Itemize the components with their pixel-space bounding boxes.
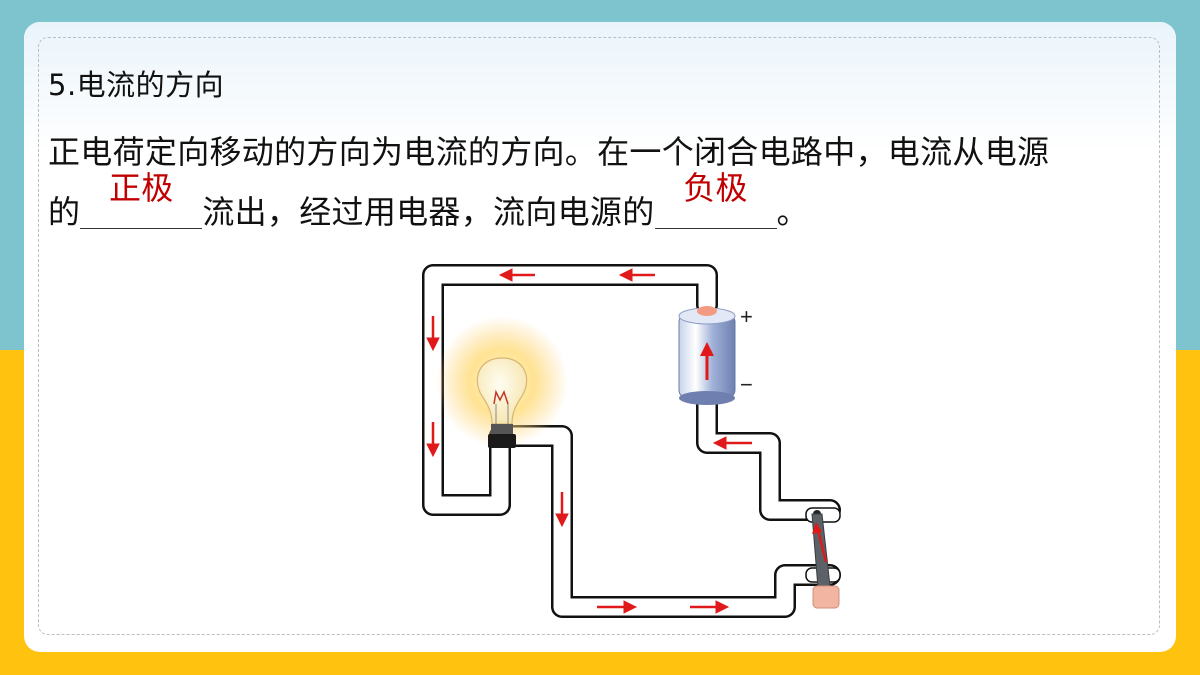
fill-blank-1: 正极 [80,169,203,229]
light-bulb [436,316,568,448]
line2-prefix: 的 [48,193,81,231]
paragraph-line-2: 的正极流出，经过用电器，流向电源的负极。 [48,169,1158,242]
arrow-top-2 [618,268,655,282]
wire-group [422,264,841,618]
blank-1-answer: 正极 [109,169,174,207]
arrow-bottom-1 [597,600,638,614]
arrow-bottom-2 [690,600,730,614]
fill-blank-2: 负极 [654,169,777,229]
switch [805,507,841,609]
battery-minus-label: − [740,372,753,397]
content-card [24,22,1176,652]
battery [678,306,736,405]
arrow-left-1 [426,316,440,352]
card-header-fade [24,22,1176,152]
current-arrows [426,268,752,614]
blank-2-answer: 负极 [683,169,748,207]
arrow-right-in [712,436,752,450]
explanation-paragraph: 正电荷定向移动的方向为电流的方向。在一个闭合电路中，电流从电源 的正极流出，经过… [48,122,1158,242]
arrow-down-mid [555,492,569,528]
section-heading: 5.电流的方向 [48,68,225,102]
arrow-top-1 [498,268,535,282]
line2-middle: 流出，经过用电器，流向电源的 [202,193,655,231]
paragraph-line-1: 正电荷定向移动的方向为电流的方向。在一个闭合电路中，电流从电源 [48,133,1050,171]
line2-suffix: 。 [776,193,809,231]
battery-plus-label: + [740,304,753,329]
dashed-frame [38,37,1160,635]
arrow-left-2 [426,422,440,458]
